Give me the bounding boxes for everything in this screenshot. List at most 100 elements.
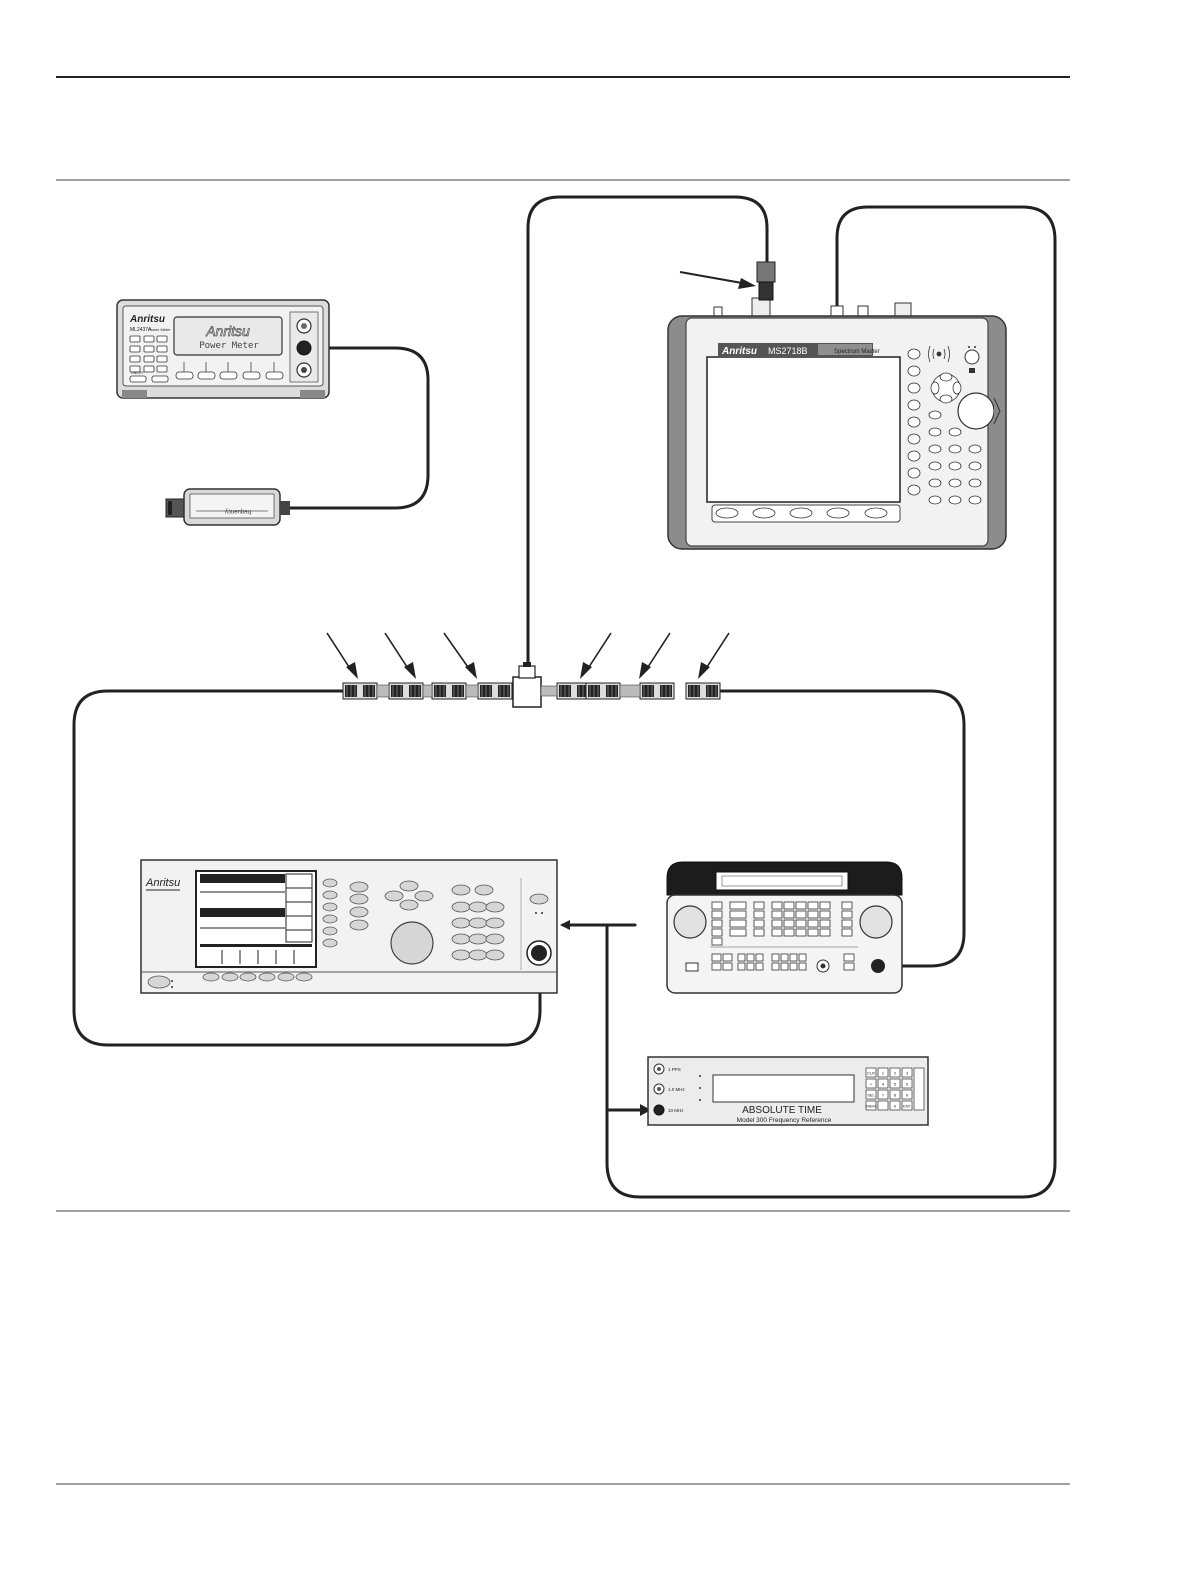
- sg-key: [808, 911, 818, 918]
- power-meter-display-text: Power Meter: [199, 341, 259, 351]
- adapter-joiner: [541, 686, 557, 696]
- adapter: [343, 683, 377, 699]
- sg-rf-output-connector: [871, 959, 885, 973]
- power-meter-display-brand: Anritsu: [205, 323, 250, 339]
- sg-key: [712, 938, 722, 945]
- adapter: [432, 683, 466, 699]
- sg-key: [754, 902, 764, 909]
- sg-key: [820, 920, 830, 927]
- adapter-chain: [513, 662, 541, 707]
- adapter: [389, 683, 423, 699]
- vsg-rotary-knob: [391, 922, 433, 964]
- fr-key-column: [914, 1068, 924, 1110]
- fr-10mhz-connector: [654, 1105, 664, 1115]
- sg-key: [796, 911, 806, 918]
- fr-key-label: CLR: [867, 1071, 875, 1076]
- sg-key: [784, 902, 794, 909]
- sg-key: [754, 929, 764, 936]
- power-meter-on-off: ON/OFF: [131, 371, 144, 375]
- sg-key: [790, 963, 797, 970]
- adapter-joiner: [377, 685, 389, 697]
- sg-key: [842, 911, 852, 918]
- sg-key: [820, 902, 830, 909]
- fr-key-label: .: [882, 1104, 883, 1109]
- sg-key: [712, 920, 722, 927]
- analyzer-rotary-knob: [958, 393, 994, 429]
- analyzer-rf-in-connector: [757, 262, 775, 282]
- signal-generator: [667, 862, 902, 993]
- arrowhead-left: [560, 920, 570, 930]
- sg-key: [820, 929, 830, 936]
- sg-key: [712, 902, 722, 909]
- analyzer-product: Spectrum Master: [834, 349, 880, 355]
- sg-key: [754, 920, 764, 927]
- sg-key: [754, 911, 764, 918]
- fr-output-10mhz: 10 MHz: [668, 1108, 684, 1113]
- sg-key: [808, 929, 818, 936]
- sg-key: [796, 929, 806, 936]
- fr-display: [713, 1075, 854, 1102]
- fr-output-1pps: 1 PPS: [668, 1067, 681, 1072]
- fr-key-label: ENT: [903, 1104, 912, 1109]
- power-tee: [513, 677, 541, 707]
- sg-key: [772, 911, 782, 918]
- power-meter-panel-label: Power Meter: [148, 327, 171, 332]
- adapter: [478, 683, 512, 699]
- sg-key: [844, 963, 854, 970]
- analyzer-side-keys: [908, 349, 920, 495]
- sg-key: [712, 954, 721, 961]
- sg-key: [730, 911, 746, 918]
- sg-key: [772, 929, 782, 936]
- sg-key: [723, 954, 732, 961]
- sg-right-knob: [860, 906, 892, 938]
- sg-key: [784, 920, 794, 927]
- fr-subtitle: Model 300 Frequency Reference: [737, 1117, 832, 1124]
- pointer-arrow-analyzer-adapter: [680, 272, 742, 283]
- power-meter-softkeys: [176, 372, 283, 379]
- sg-key: [799, 954, 806, 961]
- sg-key: [796, 920, 806, 927]
- sg-key: [738, 954, 745, 961]
- sg-key: [820, 911, 830, 918]
- power-sensor-label: frequency: [225, 508, 251, 514]
- sg-key: [730, 920, 746, 927]
- sg-key: [796, 902, 806, 909]
- sg-key: [738, 963, 745, 970]
- fr-key-label: MEM: [866, 1104, 875, 1109]
- analyzer-brand: Anritsu: [721, 346, 757, 357]
- sg-key: [772, 954, 779, 961]
- analyzer-screen: [707, 357, 900, 502]
- sg-key: [712, 911, 722, 918]
- vsg-screen: [196, 871, 316, 967]
- sg-key: [730, 902, 746, 909]
- sg-key: [784, 929, 794, 936]
- power-meter-brand: Anritsu: [129, 314, 165, 325]
- fr-key-label: SEL: [867, 1093, 875, 1098]
- fr-title: ABSOLUTE TIME: [742, 1105, 822, 1116]
- sg-key: [712, 929, 722, 936]
- sg-key: [799, 963, 806, 970]
- analyzer-model: MS2718B: [768, 346, 808, 356]
- power-meter: Anritsu ML2437A Power Meter ON/OFF Anrit…: [117, 300, 329, 398]
- sg-key: [808, 902, 818, 909]
- sg-key: [842, 902, 852, 909]
- vector-signal-generator: Anritsu: [141, 860, 557, 993]
- sg-key: [844, 954, 854, 961]
- fr-output-1mhz: 1.0 MHz: [668, 1087, 686, 1092]
- adapter: [686, 683, 720, 699]
- sg-key: [842, 929, 852, 936]
- adapter: [640, 683, 674, 699]
- sg-key: [790, 954, 797, 961]
- sg-key: [842, 920, 852, 927]
- adapter-joiner: [512, 686, 513, 696]
- frequency-reference: 1 PPS 1.0 MHz 10 MHz ABSOLUTE TIME Model…: [648, 1057, 928, 1125]
- analyzer-power-button: [965, 350, 979, 364]
- sg-key: [730, 929, 746, 936]
- sg-key: [772, 902, 782, 909]
- adapter-joiner: [423, 685, 432, 697]
- sg-key: [747, 954, 754, 961]
- sg-key: [756, 963, 763, 970]
- sg-key: [772, 963, 779, 970]
- sg-key: [723, 963, 732, 970]
